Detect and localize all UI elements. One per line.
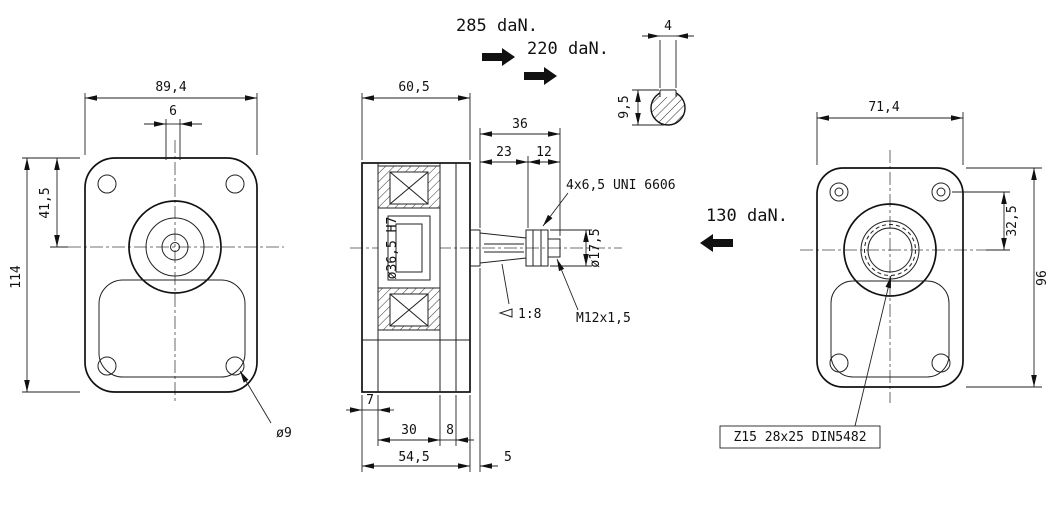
rear-flange-outline xyxy=(816,167,964,388)
section-body-outline xyxy=(361,162,471,393)
dim-key-width-group: 4 xyxy=(642,19,694,88)
label-front-hole-dia-group: ø9 xyxy=(239,370,292,441)
spline-teeth xyxy=(864,224,916,276)
dim-rear-width: 71,4 xyxy=(868,100,899,115)
label-washer-spec: 4x6,5 UNI 6606 xyxy=(566,178,676,193)
dim-key-height-group: 9,5 xyxy=(617,89,664,126)
front-bolt-hole xyxy=(225,174,245,194)
label-spline-spec: Z15 28x25 DIN5482 xyxy=(733,430,866,445)
key-cross-section-detail: 4 9,5 xyxy=(617,19,694,126)
section-bottom-dims: 7 30 8 54,5 5 xyxy=(346,268,512,472)
rear-bolt-hole xyxy=(931,182,951,202)
gear-outline xyxy=(395,223,423,273)
dim-rear-width-group: 71,4 xyxy=(816,100,964,165)
dim-shoulder: 5 xyxy=(504,450,512,465)
rear-boss-circle xyxy=(843,203,937,297)
force-label-middle: 220 daN. xyxy=(527,39,609,59)
label-taper-ratio-group: 1:8 xyxy=(498,263,541,322)
label-washer-spec-group: 4x6,5 UNI 6606 xyxy=(542,178,676,227)
bore-outline xyxy=(387,215,431,281)
rear-bolt-hole xyxy=(931,353,951,373)
dim-rear-height: 96 xyxy=(1035,270,1050,286)
dim-key-width: 4 xyxy=(664,19,672,34)
label-thread-spec: M12x1,5 xyxy=(576,311,631,326)
dim-rear-hole-offset-group: 32,5 xyxy=(952,191,1020,251)
dim-key-height: 9,5 xyxy=(617,95,632,118)
dim-chamber: 30 xyxy=(401,423,417,438)
dim-front-pilot: 6 xyxy=(169,104,177,119)
front-flange-outline xyxy=(84,157,258,393)
dim-body-length: 60,5 xyxy=(398,80,429,95)
rear-bolt-hole-inner xyxy=(834,187,844,197)
thread-end xyxy=(547,238,561,258)
label-front-hole-dia: ø9 xyxy=(276,426,292,441)
dim-front-hole-offset: 41,5 xyxy=(38,187,53,218)
front-shaft-circle xyxy=(161,233,189,261)
rear-bolt-hole-inner xyxy=(936,187,946,197)
front-seal-circle xyxy=(145,217,205,277)
taper-symbol-icon xyxy=(498,308,513,318)
front-body-contour xyxy=(98,279,246,378)
force-label-top: 285 daN. xyxy=(456,16,538,36)
rear-bolt-hole xyxy=(829,182,849,202)
front-bolt-hole xyxy=(225,356,245,376)
front-center-hole xyxy=(170,242,180,252)
dim-front-hole-offset-group: 41,5 xyxy=(22,157,80,248)
dim-front-pilot-group: 6 xyxy=(144,104,202,160)
dim-shaft-length-group: 36 23 12 xyxy=(479,117,561,236)
label-thread-spec-group: M12x1,5 xyxy=(556,258,631,326)
front-view: 89,4 6 41,5 114 ø9 xyxy=(9,80,292,441)
label-spline-spec-group: Z15 28x25 DIN5482 xyxy=(719,275,892,449)
dim-body-length-group: 60,5 xyxy=(361,80,471,160)
force-arrow-right-icon xyxy=(524,67,557,85)
shaft xyxy=(470,229,561,267)
front-bolt-hole xyxy=(97,174,117,194)
label-bore-dia: ø36,5 H7 xyxy=(385,217,400,280)
force-label-side: 130 daN. xyxy=(706,206,788,226)
dim-front-height-group: 114 xyxy=(9,158,80,393)
spline-spec-box xyxy=(719,425,881,449)
dim-rear-height-group: 96 xyxy=(966,167,1050,388)
dim-nut-length: 12 xyxy=(536,145,552,160)
front-boss-circle xyxy=(128,200,222,294)
rear-view: 71,4 32,5 96 Z15 28x25 DIN5482 xyxy=(719,100,1050,449)
dim-step: 7 xyxy=(366,393,374,408)
dim-plate: 8 xyxy=(446,423,454,438)
force-annotations: 285 daN. 220 daN. 130 daN. xyxy=(456,16,788,252)
dim-front-height: 114 xyxy=(9,265,24,289)
front-bolt-hole xyxy=(97,356,117,376)
label-taper-ratio: 1:8 xyxy=(518,307,541,322)
force-arrow-left-icon xyxy=(700,234,733,252)
dim-rear-hole-offset: 32,5 xyxy=(1005,205,1020,236)
dim-shaft-length: 36 xyxy=(512,117,528,132)
dim-shaft-dia: ø17,5 xyxy=(588,228,603,267)
force-arrow-right-icon xyxy=(482,48,515,66)
dim-front-width-group: 89,4 xyxy=(84,80,258,155)
dim-front-width: 89,4 xyxy=(155,80,186,95)
dim-overall: 54,5 xyxy=(398,450,429,465)
spline-inner-circle xyxy=(867,227,913,273)
rear-bolt-hole xyxy=(829,353,849,373)
section-view: 60,5 36 23 12 4x6,5 UNI 6606 ø36,5 H7 ø1… xyxy=(346,80,676,472)
dim-taper-length: 23 xyxy=(496,145,512,160)
